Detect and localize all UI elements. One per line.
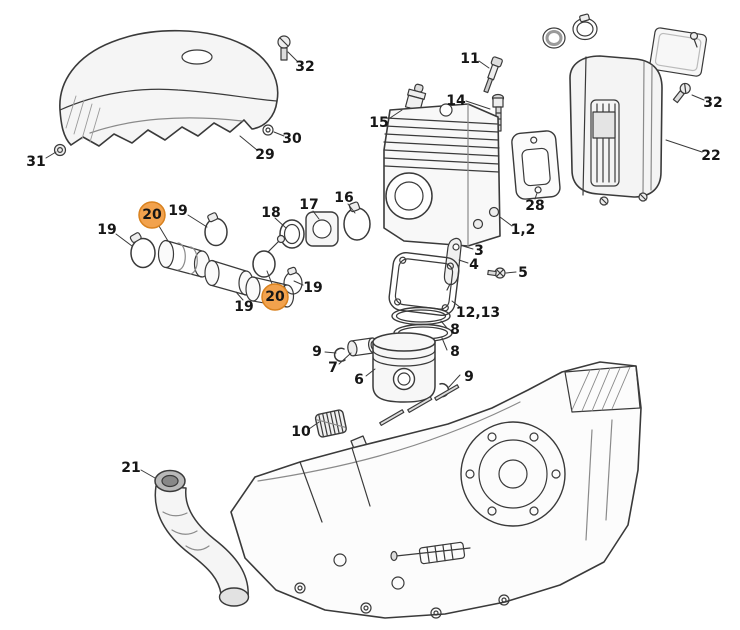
callout-32-top[interactable]: 32 [295,59,314,75]
callout-8-b[interactable]: 8 [450,344,460,360]
piston-6-drawing [373,333,435,402]
callout-28[interactable]: 28 [525,198,544,214]
clamp-16-drawing [344,202,370,240]
callout-19-d[interactable]: 19 [303,280,322,296]
flange-17-drawing [306,212,338,246]
callout-20-a[interactable]: 20 [142,207,162,223]
engine-cover-drawing [60,31,278,146]
callout-14[interactable]: 14 [446,93,466,109]
callout-9-right[interactable]: 9 [464,369,474,385]
callout-5[interactable]: 5 [518,265,528,281]
bearing-10-drawing [315,409,347,437]
callout-19-a[interactable]: 19 [168,203,187,219]
ring-18-drawing [280,220,304,248]
callout-32-right[interactable]: 32 [703,95,722,111]
callout-18[interactable]: 18 [261,205,280,221]
callout-29[interactable]: 29 [255,147,274,163]
callout-15[interactable]: 15 [369,115,388,131]
screw-plate-drawing [691,33,698,48]
washer-rings-drawing [543,14,597,48]
callout-1-2[interactable]: 1,2 [511,222,536,238]
callout-4[interactable]: 4 [469,257,479,273]
intake-elbow-21-drawing [155,471,249,607]
cylinder-studs-drawing [380,385,459,426]
callout-20-b[interactable]: 20 [265,289,285,305]
highlight-circle-20-a [138,201,166,229]
callout-7[interactable]: 7 [328,360,338,376]
callout-8-a[interactable]: 8 [450,322,460,338]
crankcase-drawing [231,362,641,618]
callout-9-left[interactable]: 9 [312,344,322,360]
callout-6[interactable]: 6 [354,372,364,388]
screw-32-right-drawing [671,81,692,104]
muffler-22-drawing [570,56,662,205]
gasket-28-drawing [511,130,561,200]
cover-plate-drawing [649,27,707,77]
callout-11[interactable]: 11 [460,51,479,67]
callout-30[interactable]: 30 [282,131,302,147]
valve-11-drawing [481,56,503,93]
callout-19-c[interactable]: 19 [234,299,253,315]
callout-10[interactable]: 10 [291,424,311,440]
screw-5-drawing [488,268,505,278]
callout-22[interactable]: 22 [701,148,720,164]
highlight-circle-20-b [261,283,289,311]
leader-lines [46,52,704,478]
callout-31[interactable]: 31 [26,154,45,170]
cylinder-drawing [384,104,500,246]
callout-3[interactable]: 3 [474,243,484,259]
screw-32-top-drawing [278,36,290,60]
callout-17[interactable]: 17 [299,197,318,213]
intake-boot-assembly-drawing [130,212,302,307]
callout-19-b[interactable]: 19 [97,222,116,238]
callout-21[interactable]: 21 [121,460,140,476]
callout-16[interactable]: 16 [334,190,353,206]
screw-31-drawing [55,145,66,156]
callout-12-13[interactable]: 12,13 [456,305,500,321]
part-3-4-drawing [444,238,461,290]
grommet-30-drawing [263,125,273,135]
